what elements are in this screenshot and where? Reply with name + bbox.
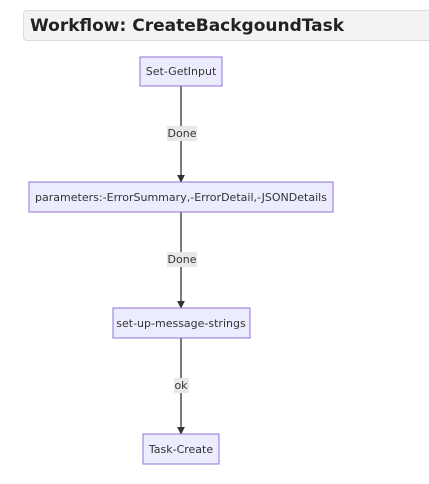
node-label: set-up-message-strings bbox=[116, 317, 246, 330]
edge-label-background bbox=[167, 252, 197, 267]
node-parameters[interactable]: parameters:-ErrorSummary,-ErrorDetail,-J… bbox=[28, 181, 334, 213]
node-label: Task-Create bbox=[148, 443, 213, 456]
edge-label-background bbox=[174, 378, 189, 393]
node-box bbox=[139, 56, 223, 87]
workflow-header: Workflow: CreateBackgoundTask bbox=[23, 10, 429, 41]
node-box bbox=[142, 433, 220, 465]
edge-parameters-to-setup: Done bbox=[167, 212, 197, 309]
node-task-create[interactable]: Task-Create bbox=[142, 433, 220, 465]
node-set-up-message-strings[interactable]: set-up-message-strings bbox=[112, 307, 251, 339]
edge-label-done-1: Done bbox=[168, 127, 197, 140]
node-set-getinput[interactable]: Set-GetInput bbox=[139, 56, 223, 87]
node-label: Set-GetInput bbox=[146, 65, 217, 78]
edge-setup-to-taskcreate: ok bbox=[174, 338, 189, 435]
edge-label-done-2: Done bbox=[168, 253, 197, 266]
node-box bbox=[112, 307, 251, 339]
edge-label-background bbox=[167, 126, 197, 141]
node-label: parameters:-ErrorSummary,-ErrorDetail,-J… bbox=[35, 191, 327, 204]
workflow-title: Workflow: CreateBackgoundTask bbox=[30, 15, 345, 36]
node-box bbox=[28, 181, 334, 213]
edge-setgetinput-to-parameters: Done bbox=[167, 86, 197, 183]
edge-label-ok: ok bbox=[174, 379, 188, 392]
